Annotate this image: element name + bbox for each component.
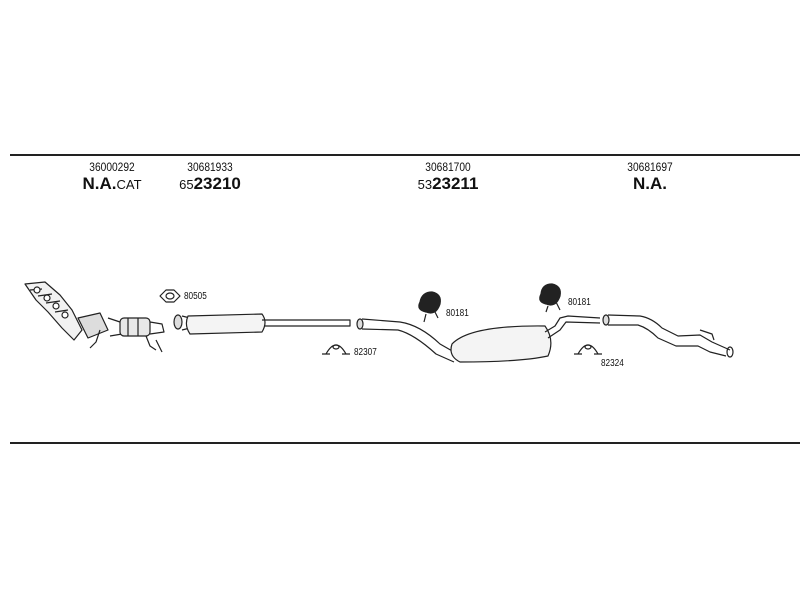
column-front-pipe: 30681933 6523210: [160, 160, 260, 195]
part-number: 30681700: [425, 160, 471, 174]
bottom-rule: [10, 442, 800, 444]
clamp-icon: [574, 344, 602, 355]
ref-code: N.A.: [633, 174, 667, 193]
part-number: 30681933: [187, 160, 233, 174]
ref-code: N.A.CAT: [82, 174, 142, 193]
ref-code: 6523210: [179, 174, 241, 193]
column-tail-pipe: 30681697 N.A.: [600, 160, 700, 194]
clamp-icon: [322, 344, 350, 355]
column-middle-silencer: 30681700 5323211: [398, 160, 498, 195]
part-number: 36000292: [89, 160, 135, 174]
rubber-hanger-icon: [418, 291, 441, 323]
hanger-label: 80181: [446, 308, 469, 319]
tail-pipe: [602, 314, 734, 358]
hanger-label: 80181: [568, 297, 591, 308]
top-rule: [10, 154, 800, 156]
manifold-catalyst: [24, 281, 165, 353]
part-number: 30681697: [627, 160, 673, 174]
ref-code: 5323211: [417, 174, 479, 193]
flange-icon: [173, 314, 191, 331]
clamp-label: 82324: [601, 358, 624, 369]
clamp-label: 82307: [354, 347, 377, 358]
gasket-label: 80505: [184, 291, 207, 302]
middle-silencer: [356, 315, 601, 363]
front-pipe-resonator: [185, 313, 351, 335]
rubber-hanger-icon: [539, 283, 561, 313]
column-catalyst: 36000292 N.A.CAT: [62, 160, 162, 195]
gasket-icon: [159, 289, 181, 303]
